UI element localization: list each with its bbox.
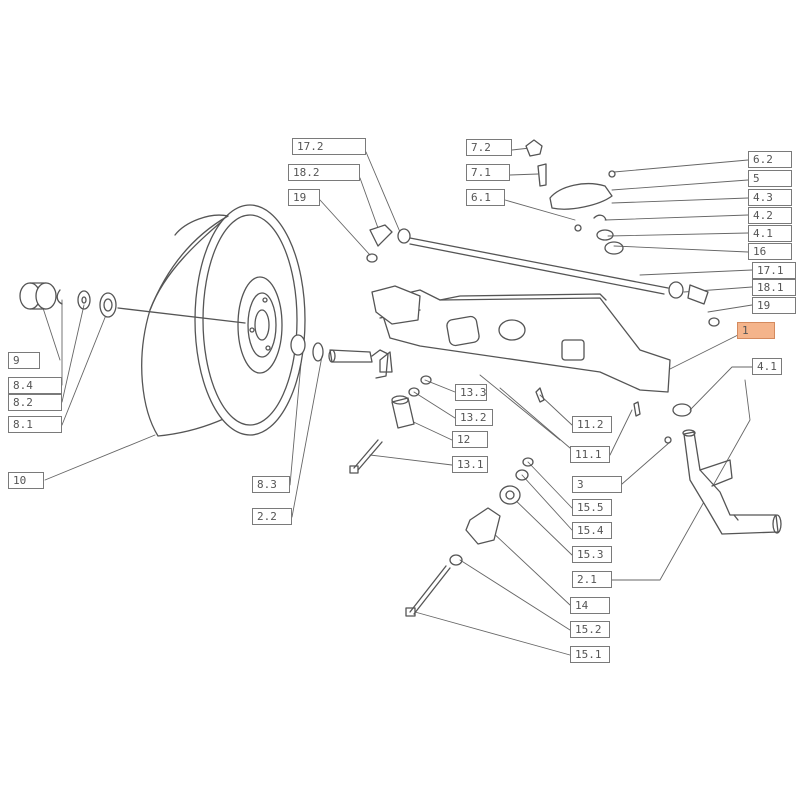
callout-7-1: 7.1 — [466, 164, 510, 181]
callout-8-1: 8.1 — [8, 416, 62, 433]
callout-15-1: 15.1 — [570, 646, 610, 663]
spindle-right — [682, 429, 782, 535]
callout-15-3: 15.3 — [572, 546, 612, 563]
axle-beam — [371, 285, 671, 393]
callout-6-1: 6.1 — [466, 189, 505, 206]
callout-8-4: 8.4 — [8, 377, 62, 394]
callout-18-2: 18.2 — [288, 164, 360, 181]
callout-4-1-lower: 4.1 — [752, 358, 782, 375]
callout-4-1-upper: 4.1 — [748, 225, 792, 242]
callout-17-1: 17.1 — [752, 262, 796, 279]
callout-13-1: 13.1 — [452, 456, 488, 473]
callout-15-5: 15.5 — [572, 499, 612, 516]
callout-2-2: 2.2 — [252, 508, 292, 525]
callout-7-2: 7.2 — [466, 139, 512, 156]
wheel-assembly — [141, 204, 306, 437]
callout-19-left: 19 — [288, 189, 320, 206]
callout-17-2: 17.2 — [292, 138, 366, 155]
callout-10: 10 — [8, 472, 44, 489]
callout-12: 12 — [452, 431, 488, 448]
callout-1-highlighted: 1 — [737, 322, 775, 339]
callout-2-1: 2.1 — [572, 571, 612, 588]
callout-6-2: 6.2 — [748, 151, 792, 168]
callout-15-2: 15.2 — [570, 621, 610, 638]
callout-16: 16 — [748, 243, 792, 260]
tie-rod — [366, 224, 720, 327]
callout-19-right: 19 — [752, 297, 796, 314]
callout-9: 9 — [8, 352, 40, 369]
callout-13-2: 13.2 — [455, 409, 493, 426]
spindle-left — [328, 349, 389, 379]
callout-8-3: 8.3 — [252, 476, 290, 493]
callout-15-4: 15.4 — [572, 522, 612, 539]
callout-4-3: 4.3 — [748, 189, 792, 206]
callout-5: 5 — [748, 170, 792, 187]
callout-18-1: 18.1 — [752, 279, 796, 296]
callout-13-3: 13.3 — [455, 384, 487, 401]
callout-11-1: 11.1 — [570, 446, 610, 463]
callout-11-2: 11.2 — [572, 416, 612, 433]
hub-parts — [19, 282, 324, 362]
callout-14: 14 — [570, 597, 610, 614]
steering-arm-parts — [525, 139, 624, 255]
lower-hardware — [349, 375, 692, 617]
callout-3: 3 — [572, 476, 622, 493]
callout-4-2: 4.2 — [748, 207, 792, 224]
callout-8-2: 8.2 — [8, 394, 62, 411]
